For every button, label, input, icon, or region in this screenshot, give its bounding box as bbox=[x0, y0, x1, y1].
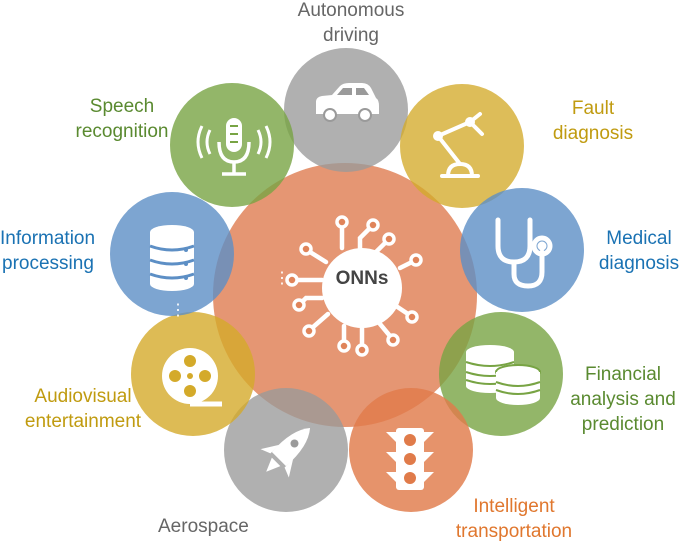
label-line: driving bbox=[323, 25, 379, 46]
label-line: diagnosis bbox=[598, 253, 680, 274]
label-line: diagnosis bbox=[552, 123, 634, 144]
label-aerospace: Aerospace bbox=[158, 514, 249, 539]
label-line: Speech bbox=[89, 96, 155, 117]
label-fault-diagnosis: Fault diagnosis bbox=[546, 96, 640, 146]
label-line: Aerospace bbox=[158, 516, 249, 537]
label-information-processing: Information processing bbox=[0, 226, 95, 276]
label-speech-recognition: Speech recognition bbox=[70, 94, 174, 144]
label-line: transportation bbox=[455, 521, 573, 542]
label-line: Intelligent bbox=[473, 496, 555, 517]
label-line: entertainment bbox=[24, 411, 142, 432]
circle-fault-diagnosis bbox=[400, 84, 524, 208]
center-label: ONNs bbox=[335, 268, 389, 289]
rocket-icon bbox=[260, 427, 311, 478]
label-line: prediction bbox=[581, 414, 665, 435]
coins-icon bbox=[465, 345, 541, 405]
traffic-light-icon bbox=[386, 428, 434, 490]
label-line: Fault bbox=[571, 98, 615, 119]
ellipsis-left: ⋮ bbox=[170, 302, 186, 319]
label-autonomous-driving: Autonomous driving bbox=[290, 0, 412, 48]
label-audiovisual-entertainment: Audiovisual entertainment bbox=[20, 384, 146, 434]
ellipsis-center: ⋮ bbox=[274, 270, 290, 287]
label-line: Autonomous bbox=[297, 0, 405, 21]
database-icon bbox=[149, 225, 195, 291]
label-medical-diagnosis: Medical diagnosis bbox=[592, 226, 685, 276]
circle-medical-diagnosis bbox=[460, 188, 584, 312]
label-line: recognition bbox=[75, 121, 169, 142]
film-reel-icon bbox=[162, 348, 222, 407]
car-icon bbox=[316, 83, 379, 122]
label-line: analysis and bbox=[570, 389, 676, 410]
onn-network-icon bbox=[285, 215, 423, 357]
robot-arm-icon bbox=[433, 112, 484, 178]
label-line: Audiovisual bbox=[34, 386, 132, 407]
label-line: Information bbox=[0, 228, 96, 249]
label-line: Medical bbox=[606, 228, 672, 249]
microphone-icon bbox=[196, 118, 272, 176]
label-line: processing bbox=[2, 253, 94, 274]
label-line: Financial bbox=[584, 364, 662, 385]
label-financial-analysis: Financial analysis and prediction bbox=[564, 362, 682, 437]
label-intelligent-transportation: Intelligent transportation bbox=[446, 494, 582, 544]
stethoscope-icon bbox=[495, 217, 553, 289]
